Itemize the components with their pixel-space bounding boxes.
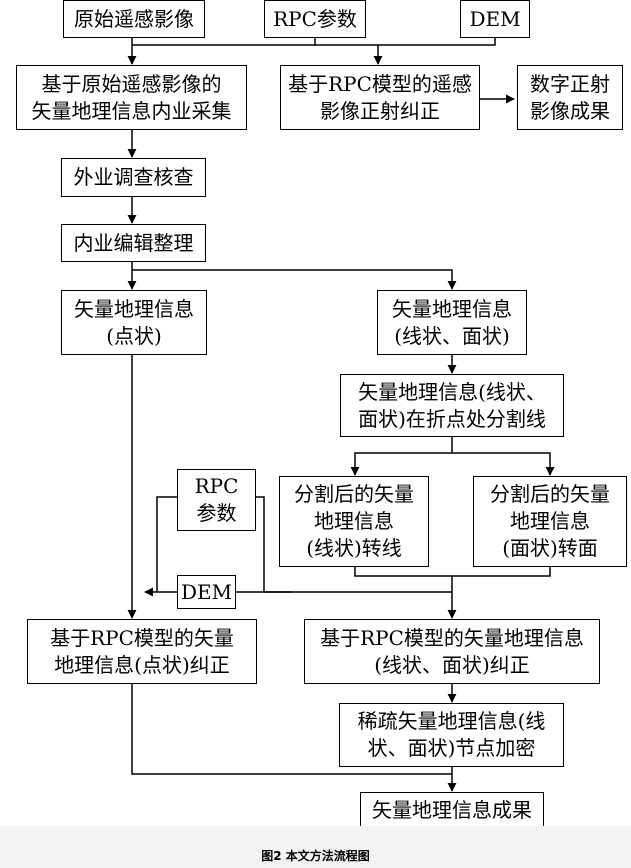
node-text: (线状、面状)纠正: [374, 652, 530, 677]
node-text: 矢量地理信息: [392, 296, 512, 321]
node-dom-result: 数字正射 影像成果: [517, 65, 623, 130]
node-text: 外业调查核查: [73, 165, 194, 189]
caption-bar: [0, 826, 631, 868]
connector-dem-top-merge: [132, 38, 496, 46]
node-text: 影像成果: [530, 98, 610, 123]
connector-split-to-area: [452, 452, 555, 476]
node-dem-mid: DEM: [177, 575, 236, 609]
node-final-result: 矢量地理信息成果: [360, 792, 544, 828]
node-rpc-params-top: RPC参数: [264, 0, 366, 38]
connector-edit-branch: [131, 262, 457, 290]
node-text: 地理信息(点状)纠正: [54, 652, 230, 677]
node-text: 参数: [196, 501, 237, 525]
node-original-image: 原始遥感影像: [63, 0, 205, 38]
node-split-at-vertices: 矢量地理信息(线状、 面状)在折点处分割线: [340, 374, 564, 437]
node-text: 矢量地理信息内业采集: [31, 98, 232, 123]
node-field-check: 外业调查核查: [61, 158, 206, 197]
node-text: 矢量地理信息: [74, 296, 194, 321]
flowchart-connectors: [127, 38, 555, 792]
connector-point-correct-down: [131, 684, 452, 775]
node-densify-vertices: 稀疏矢量地理信息(线 状、面状)节点加密: [339, 703, 564, 767]
node-line-area-info: 矢量地理信息 (线状、面状): [377, 290, 527, 355]
node-text: (线状、面状): [394, 323, 510, 348]
node-text: 数字正射: [530, 71, 610, 96]
node-text: 基于原始遥感影像的: [41, 71, 222, 96]
node-text: 稀疏矢量地理信息(线: [357, 709, 546, 733]
node-text: (面状)转面: [502, 536, 598, 560]
node-text: 基于RPC模型的矢量: [50, 625, 234, 650]
node-text: 基于RPC模型的矢量地理信息: [320, 625, 584, 650]
node-text: 地理信息: [314, 509, 394, 533]
node-text: 基于RPC模型的遥感: [288, 71, 472, 96]
node-split-area-to-area: 分割后的矢量 地理信息 (面状)转面: [473, 476, 627, 567]
node-text: 矢量地理信息(线状、: [358, 379, 546, 404]
node-text: (线状)转线: [306, 536, 402, 560]
node-text: 分割后的矢量: [490, 482, 610, 506]
node-split-line-to-line: 分割后的矢量 地理信息 (线状)转线: [279, 476, 429, 567]
node-indoor-collect: 基于原始遥感影像的 矢量地理信息内业采集: [16, 65, 247, 130]
node-line-area-correction: 基于RPC模型的矢量地理信息 (线状、面状)纠正: [304, 619, 600, 684]
node-text: DEM: [180, 579, 233, 604]
node-point-info: 矢量地理信息 (点状): [61, 290, 207, 355]
node-text: 面状)在折点处分割线: [358, 406, 546, 431]
node-indoor-edit: 内业编辑整理: [61, 224, 206, 262]
node-text: DEM: [469, 6, 521, 31]
node-point-correction: 基于RPC模型的矢量 地理信息(点状)纠正: [27, 619, 257, 684]
connector-rpc-left: [156, 496, 177, 592]
node-text: 内业编辑整理: [73, 230, 194, 255]
connector-line-merge: [354, 567, 551, 577]
figure-caption: 图2 本文方法流程图: [261, 849, 370, 863]
node-text: (点状): [106, 323, 162, 348]
node-rpc-params-mid: RPC 参数: [177, 469, 256, 531]
connector-split-fork: [350, 437, 453, 476]
node-text: RPC: [194, 474, 239, 498]
node-text: 矢量地理信息成果: [372, 797, 532, 822]
node-text: 状、面状)节点加密: [367, 736, 536, 760]
node-text: 原始遥感影像: [74, 6, 194, 31]
node-text: 分割后的矢量: [294, 482, 414, 506]
node-text: 影像正射纠正: [320, 98, 440, 123]
node-text: 地理信息: [510, 509, 590, 533]
node-text: RPC参数: [273, 6, 357, 31]
node-dem-top: DEM: [460, 0, 530, 38]
node-rpc-ortho-correction: 基于RPC模型的遥感 影像正射纠正: [280, 65, 480, 130]
